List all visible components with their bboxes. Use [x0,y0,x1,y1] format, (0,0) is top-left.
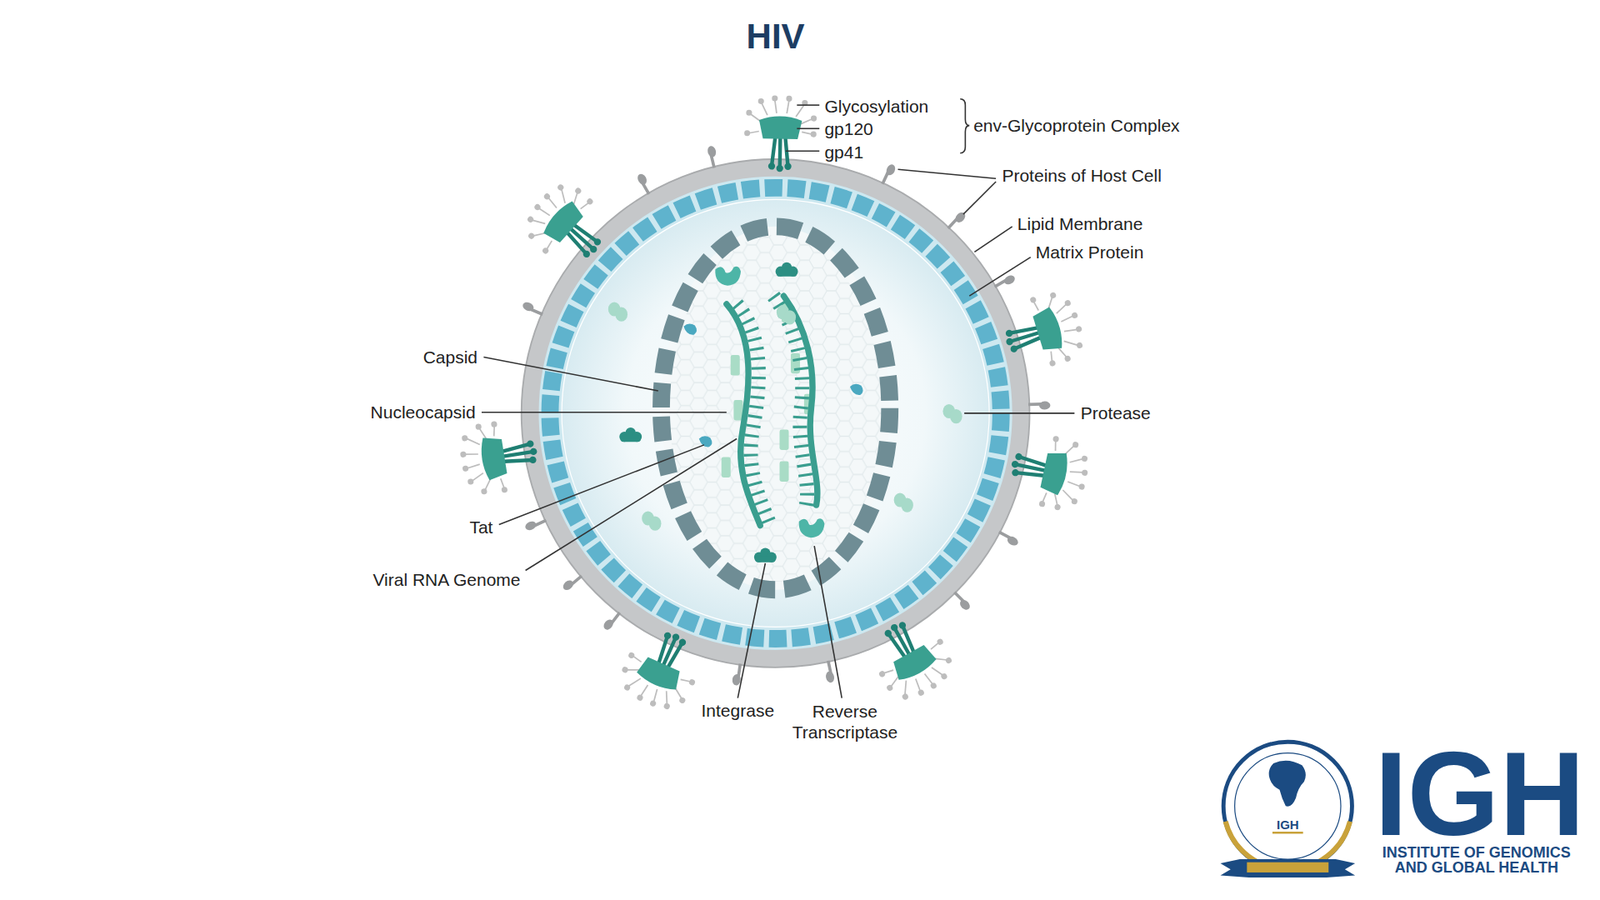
integrase-molecule [754,548,777,563]
igh-logo [1220,741,1355,878]
logo-underline [1272,831,1304,834]
capsid-shell [660,226,890,590]
leader-line [483,357,658,391]
part-label: Glycosylation [824,95,929,117]
part-label: Lipid Membrane [1017,213,1144,235]
viral-rna-genome [726,295,818,526]
integrase-molecule [775,262,799,277]
logo-text: IGH [1276,818,1300,831]
group-label: env-Glycoprotein Complex [973,115,1180,136]
reverse-transcriptase-molecule [799,518,825,538]
host-protein [822,660,835,684]
reverse-transcriptase-molecule [715,266,741,286]
leader-line [499,445,705,525]
protease-molecule [942,404,962,424]
leader-line [964,412,1075,415]
host-protein [993,273,1017,292]
rna-strand [783,295,817,505]
leader-line [814,545,842,698]
env-spike [861,607,960,709]
part-label: Viral RNA Genome [372,569,520,590]
membrane-outline [521,159,1030,668]
bracket [960,99,970,154]
institute-name: INSTITUTE OF GENOMICS AND GLOBAL HEALTH [1369,845,1584,875]
protease-molecule [608,301,628,321]
leader-line [525,439,737,571]
part-label: Nucleocapsid [370,401,476,423]
matrix-layer [550,187,1001,639]
leader-line [796,127,820,130]
diagram-title: HIV [746,15,805,58]
capsid-lattice [669,235,882,582]
env-spike [995,286,1090,377]
env-spikes [456,95,1093,718]
host-protein [521,300,545,317]
leader-line [974,226,1012,253]
logo-wordmark: IGH [1374,735,1585,854]
tat-molecule [699,435,713,447]
leader-line [963,181,996,215]
host-protein [950,590,973,613]
integrase-molecule [619,427,642,442]
env-spike [744,95,817,173]
matrix-protein-blocks [550,187,1001,639]
leader-line [796,104,820,106]
host-protein [1028,400,1051,410]
part-label: Reverse Transcriptase [782,700,908,743]
host-protein [601,609,622,632]
host-protein [996,530,1020,548]
part-label: gp41 [824,141,864,163]
host-protein [524,515,548,532]
part-label: Capsid [423,346,478,368]
tat-molecule [683,323,697,335]
env-spike [614,619,710,717]
tat-molecule [850,384,864,395]
part-label: Integrase [701,700,775,721]
leader-line [898,169,997,179]
part-label: Proteins of Host Cell [1001,165,1161,186]
host-proteins [521,145,1051,686]
part-label: Matrix Protein [1035,241,1145,263]
virion-interior [562,200,990,627]
env-spike [515,175,620,279]
africa-map [1269,760,1306,807]
leader-line [785,150,820,152]
logo-ring [1223,741,1352,870]
part-label: Tat [469,516,493,538]
host-protein [635,172,655,196]
protease-molecule [894,492,914,512]
protease-molecule [641,510,661,530]
leader-lines [481,99,1075,699]
logo-inner-ring [1235,753,1341,860]
logo-banner-gold [1246,862,1329,873]
protease-molecule [776,305,796,325]
capsid-interior [660,226,890,590]
lipid-membrane [530,168,1021,659]
host-protein [561,571,584,592]
host-protein [706,145,720,169]
logo-banner [1220,859,1355,878]
part-label: gp120 [824,118,873,140]
host-protein [880,163,897,187]
leader-line [737,563,765,699]
leader-line [481,411,727,414]
part-label: Protease [1080,402,1151,424]
leader-line [969,257,1030,297]
env-spike [456,415,543,498]
env-spike [1004,429,1093,515]
rna-strand [726,304,760,526]
